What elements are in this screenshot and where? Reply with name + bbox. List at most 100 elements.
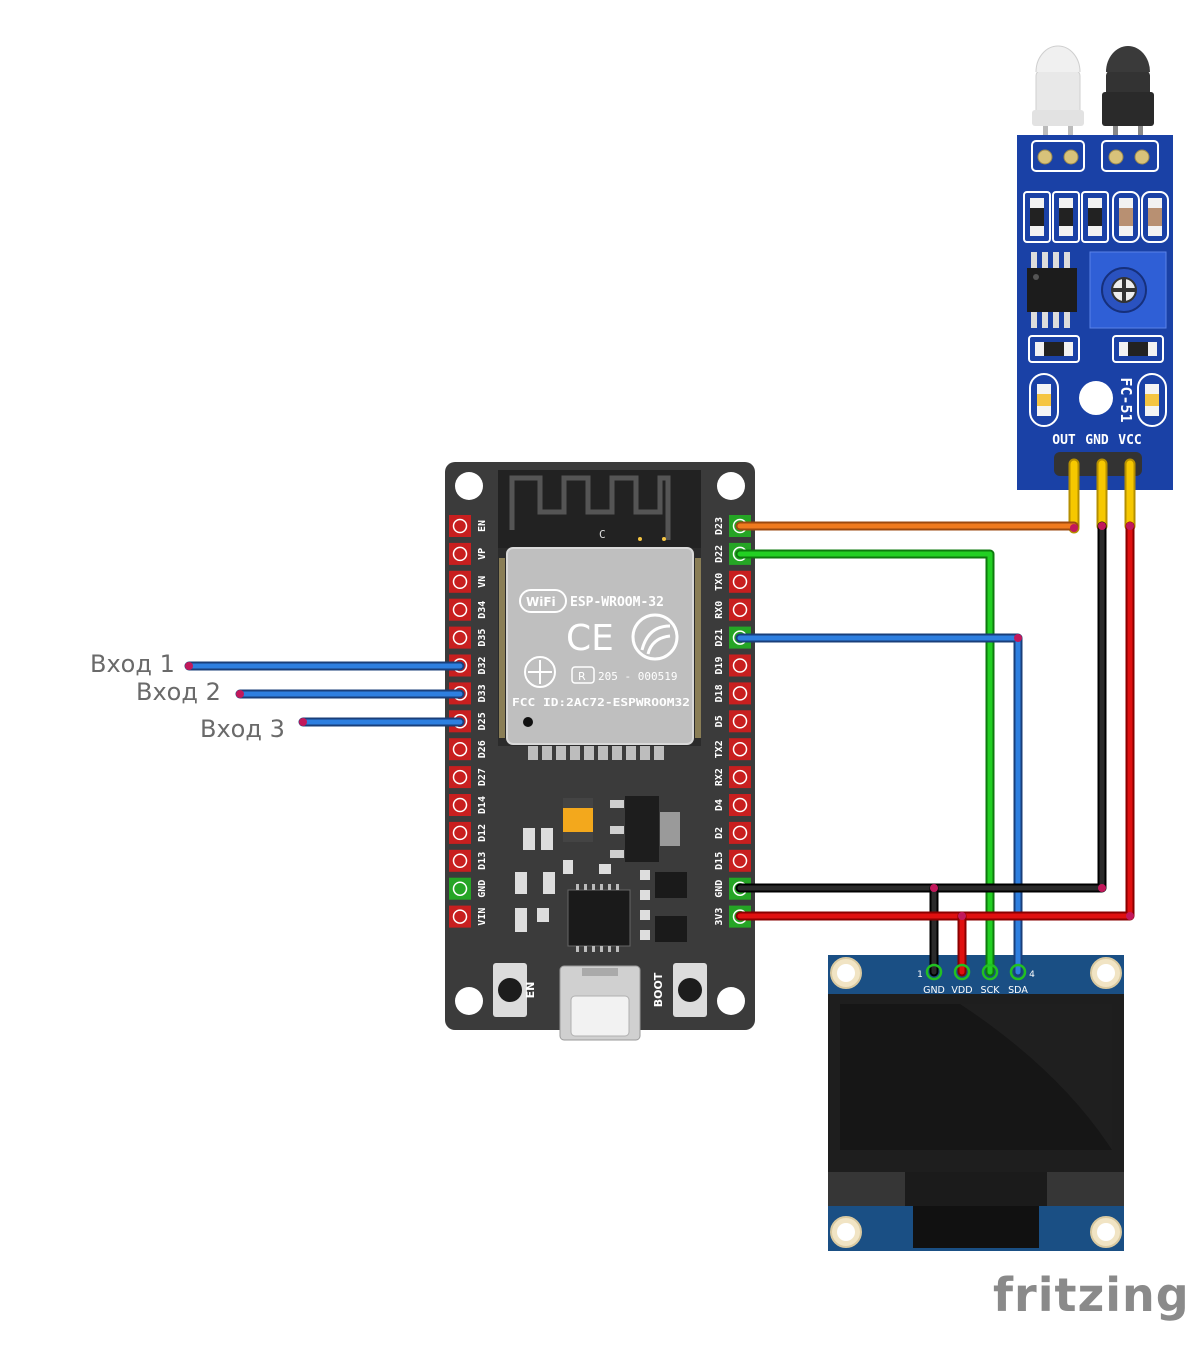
esp32-left-pin-label: D35 bbox=[477, 629, 488, 647]
esp32-left-pin-d14[interactable] bbox=[449, 794, 471, 816]
esp32-left-pin-gnd[interactable] bbox=[449, 877, 471, 900]
esp32-right-pin-rx0[interactable] bbox=[729, 598, 751, 621]
potentiometer bbox=[1089, 251, 1167, 329]
ce-mark: CE bbox=[566, 618, 614, 659]
esp32-left-pin-label: D14 bbox=[477, 796, 488, 814]
esp32-right-pin-label: D15 bbox=[714, 852, 725, 870]
esp32-left-pin-hole bbox=[452, 769, 468, 785]
esp32-right-pin-tx0[interactable] bbox=[729, 570, 751, 593]
voltage-regulator bbox=[610, 796, 680, 862]
oled-pin-last-number: 4 bbox=[1029, 970, 1035, 980]
esp32-left-pin-vn[interactable] bbox=[449, 570, 471, 593]
esp32-right-pin-label: D21 bbox=[714, 629, 725, 647]
esp32-left-pin-label: D26 bbox=[477, 740, 488, 758]
esp32-right-pin-hole bbox=[732, 825, 748, 841]
en-button-label: EN bbox=[524, 982, 537, 999]
esp32-right-pin-hole bbox=[732, 714, 748, 729]
smd-resistors bbox=[1023, 191, 1169, 243]
oled-pin-first-number: 1 bbox=[917, 970, 923, 980]
esp32-left-pin-label: D27 bbox=[477, 768, 488, 786]
svg-text:WiFi: WiFi bbox=[526, 595, 556, 609]
esp32-left-pin-d13[interactable] bbox=[449, 849, 471, 872]
esp32-right-pin-d4[interactable] bbox=[729, 794, 751, 816]
transistors bbox=[655, 872, 687, 942]
smd-parts bbox=[515, 828, 650, 940]
esp32-right-pin-hole bbox=[732, 602, 748, 617]
wire-endpoints bbox=[930, 522, 1134, 920]
esp32-right-pin-d2[interactable] bbox=[729, 821, 751, 844]
esp32-left-pin-header: ENVPVND34D35D32D33D25D26D27D14D12D13GNDV… bbox=[449, 515, 488, 928]
espressif-logo bbox=[631, 613, 679, 661]
esp32-right-pin-hole bbox=[732, 574, 748, 590]
esp32-left-pin-label: D34 bbox=[477, 601, 488, 619]
esp32-right-pin-label: 3V3 bbox=[714, 908, 725, 926]
esp32-right-pin-rx2[interactable] bbox=[729, 766, 751, 789]
en-button[interactable] bbox=[493, 963, 527, 1017]
micro-usb-connector[interactable] bbox=[559, 965, 641, 1041]
esp32-left-pin-hole bbox=[452, 574, 468, 590]
oled-display-module: 1 4 GND VDD SCK SDA bbox=[828, 955, 1124, 1251]
input-label-2: Вход 2 bbox=[136, 678, 221, 706]
ir-sensor-leads bbox=[1068, 458, 1136, 534]
antenna-mark: C bbox=[599, 528, 606, 541]
cert-number: 205 - 000519 bbox=[598, 670, 677, 683]
fcc-id: FCC ID:2AC72-ESPWROOM32 bbox=[512, 697, 690, 709]
esp32-left-pin-label: VP bbox=[477, 548, 488, 560]
wroom-module: WiFi ESP-WROOM-32 CE R 205 - 000519 FCC … bbox=[498, 547, 701, 760]
wire-d22-to-sck[interactable] bbox=[735, 549, 995, 977]
input-label-3: Вход 3 bbox=[200, 715, 285, 743]
esp32-right-pin-d15[interactable] bbox=[729, 849, 751, 872]
esp32-left-pin-d35[interactable] bbox=[449, 626, 471, 649]
esp32-right-pin-hole bbox=[732, 686, 748, 701]
esp32-right-pin-d18[interactable] bbox=[729, 682, 751, 705]
esp32-left-pin-hole bbox=[452, 630, 468, 645]
input-wire-1[interactable] bbox=[184, 661, 465, 671]
esp32-left-pin-label: EN bbox=[477, 520, 488, 532]
ir-pin-label-vcc: VCC bbox=[1118, 433, 1141, 448]
esp32-left-pin-hole bbox=[452, 602, 468, 617]
mounting-hole bbox=[1079, 381, 1113, 415]
telec-logo bbox=[524, 656, 556, 688]
esp32-right-pin-label: D19 bbox=[714, 656, 725, 674]
esp32-left-pin-vp[interactable] bbox=[449, 542, 471, 565]
module-pads bbox=[528, 746, 664, 760]
esp32-right-pin-d19[interactable] bbox=[729, 654, 751, 677]
esp32-left-pin-label: D33 bbox=[477, 684, 488, 702]
wire-d21-to-sda[interactable] bbox=[735, 633, 1023, 977]
ir-pin-label-out: OUT bbox=[1052, 433, 1076, 448]
esp32-right-pin-d5[interactable] bbox=[729, 710, 751, 733]
esp32-left-pin-d34[interactable] bbox=[449, 598, 471, 621]
esp32-left-pin-label: D12 bbox=[477, 824, 488, 842]
esp32-right-pin-label: RX0 bbox=[714, 601, 725, 619]
esp32-left-pin-vin[interactable] bbox=[449, 905, 471, 928]
oled-ribbon bbox=[913, 1206, 1039, 1248]
esp32-right-pin-tx2[interactable] bbox=[729, 738, 751, 761]
esp32-right-pin-label: TX2 bbox=[714, 740, 725, 758]
oled-pin-label-vdd: VDD bbox=[951, 985, 972, 996]
esp32-left-pin-label: GND bbox=[477, 880, 488, 898]
esp32-left-pin-d27[interactable] bbox=[449, 766, 471, 789]
input-wire-2[interactable] bbox=[235, 689, 465, 699]
esp32-right-pin-label: D4 bbox=[714, 799, 725, 811]
input-label-1: Вход 1 bbox=[90, 650, 175, 678]
esp32-right-pin-label: TX0 bbox=[714, 573, 725, 591]
esp32-right-pin-hole bbox=[732, 853, 748, 869]
esp32-left-pin-hole bbox=[452, 825, 468, 841]
ir-sensor-module: FC-51 OUT GND VCC bbox=[1017, 45, 1173, 490]
esp32-left-pin-d26[interactable] bbox=[449, 738, 471, 761]
antenna: C bbox=[498, 470, 701, 548]
esp32-left-pin-label: D32 bbox=[477, 656, 488, 674]
input-wire-3[interactable] bbox=[298, 717, 465, 727]
wire-gnd[interactable] bbox=[735, 521, 1107, 977]
esp32-left-pin-d12[interactable] bbox=[449, 821, 471, 844]
esp32-right-pin-label: D5 bbox=[714, 715, 725, 727]
svg-text:R: R bbox=[578, 670, 586, 683]
esp32-left-pin-hole bbox=[452, 797, 468, 813]
esp32-left-pin-hole bbox=[452, 546, 468, 562]
esp32-right-pin-label: RX2 bbox=[714, 768, 725, 786]
esp32-right-pin-hole bbox=[732, 797, 748, 813]
esp32-left-pin-en[interactable] bbox=[449, 515, 471, 537]
boot-button[interactable] bbox=[673, 963, 707, 1017]
oled-pin-label-gnd: GND bbox=[923, 985, 945, 996]
